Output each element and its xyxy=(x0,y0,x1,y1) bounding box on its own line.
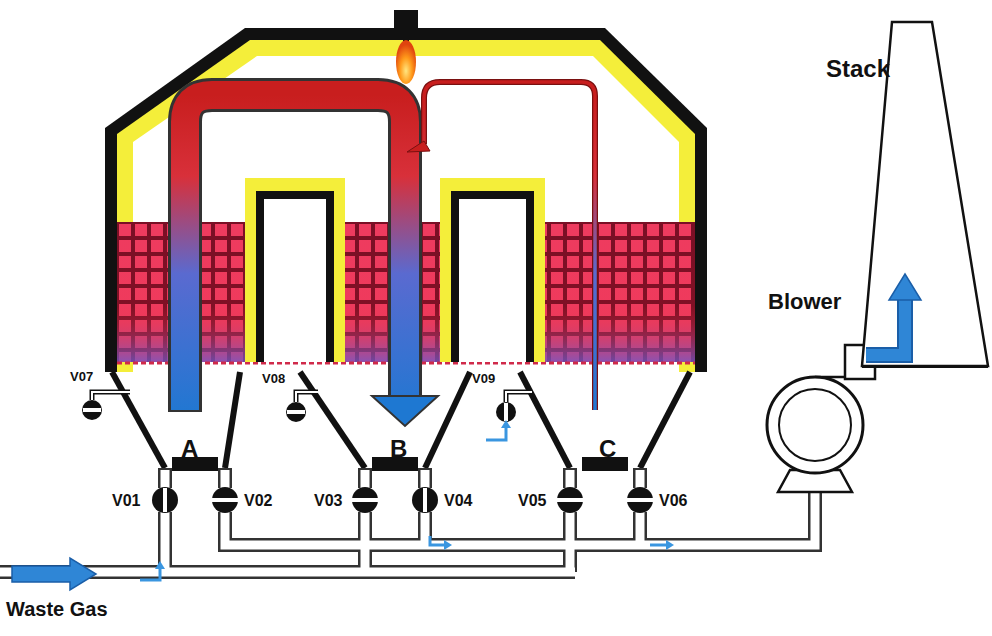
chamber-label: A xyxy=(181,436,198,462)
gas-flow-arrow-part xyxy=(372,396,438,426)
flow-arrow xyxy=(140,536,668,580)
valve-label: V06 xyxy=(659,492,687,510)
purge-flow-arrow-part xyxy=(424,82,595,410)
chamber-divider-part xyxy=(440,178,545,362)
valve-label: V07 xyxy=(70,370,93,384)
stack-label: Stack xyxy=(826,56,890,82)
flow-arrowhead xyxy=(155,540,674,569)
purge-valve-part xyxy=(287,410,305,414)
duct-part-part xyxy=(225,472,815,545)
switching-valve-part xyxy=(212,487,238,513)
chamber-divider-part xyxy=(455,195,530,362)
purge-flow-arrow xyxy=(407,82,595,410)
valve-label: V02 xyxy=(244,492,272,510)
burner-part xyxy=(403,28,409,42)
hopper-part xyxy=(300,372,365,468)
gas-flow-arrow-part xyxy=(185,95,405,412)
chamber-divider-part xyxy=(245,178,345,362)
switching-valve-part xyxy=(352,498,378,502)
purge-valve-part xyxy=(506,392,532,402)
switching-valve-part xyxy=(212,498,238,502)
switching-valve-part xyxy=(352,487,378,513)
duct xyxy=(0,468,815,572)
duct-part-part xyxy=(636,512,645,545)
chamber-divider-part xyxy=(260,195,330,362)
switching-valve-part xyxy=(557,498,583,502)
purge-valve-part xyxy=(496,402,516,422)
hopper-part xyxy=(520,372,570,468)
stack-part xyxy=(889,274,921,300)
inlet-arrow xyxy=(12,558,96,590)
valve-label: V05 xyxy=(518,492,546,510)
purge-valve-part xyxy=(486,426,506,440)
duct-part-part xyxy=(421,512,430,545)
chamber-label: B xyxy=(390,436,407,462)
purge-valve-part xyxy=(506,392,532,402)
purge-flow-arrow-part xyxy=(424,82,595,410)
ceramic-media-part xyxy=(545,222,695,362)
valve-label: V09 xyxy=(472,372,495,386)
flow-arrow-part xyxy=(650,544,668,547)
switching-valve-part xyxy=(152,487,178,513)
switching-valve xyxy=(152,487,653,513)
purge-valve-part xyxy=(286,402,306,422)
purge-valve-part xyxy=(504,403,508,421)
switching-valve-part xyxy=(412,487,438,513)
switching-valve-part xyxy=(627,498,653,502)
flow-arrowhead-part xyxy=(155,561,165,569)
purge-valve xyxy=(82,392,532,440)
purge-valve-part xyxy=(82,400,102,420)
valve-label: V01 xyxy=(112,492,140,510)
purge-valve-part xyxy=(296,392,318,402)
valve-label: V08 xyxy=(262,372,285,386)
flow-arrow-part xyxy=(430,536,446,545)
stack-part xyxy=(862,366,988,368)
valve-label: V04 xyxy=(444,492,472,510)
purge-valve-part xyxy=(501,420,511,428)
inlet-label: Waste Gas xyxy=(6,598,108,620)
switching-valve-part xyxy=(163,488,167,512)
inlet-arrow-part xyxy=(12,558,96,590)
blower-part xyxy=(779,389,851,461)
burner-part xyxy=(396,40,416,84)
switching-valve-part xyxy=(423,488,427,512)
burner xyxy=(394,10,418,84)
hopper-part xyxy=(425,372,470,468)
chamber-label: C xyxy=(599,436,616,462)
burner-part xyxy=(394,10,418,30)
flow-arrow-part xyxy=(140,568,160,580)
duct-part xyxy=(0,468,815,572)
valve-label: V03 xyxy=(314,492,342,510)
duct-part-part xyxy=(165,468,640,488)
purge-valve-part xyxy=(296,392,318,402)
gas-flow-arrow-part xyxy=(185,95,405,410)
flow-arrowhead-part xyxy=(666,540,674,550)
duct-part-part xyxy=(225,472,815,545)
blower xyxy=(767,345,875,492)
stack-part xyxy=(866,296,905,355)
hopper-part xyxy=(640,372,690,468)
purge-valve-part xyxy=(92,392,130,400)
purge-valve-part xyxy=(92,392,130,400)
hopper-part xyxy=(112,372,165,468)
switching-valve-part xyxy=(627,487,653,513)
chamber-divider-part xyxy=(459,199,526,362)
ceramic-media-part xyxy=(545,222,695,362)
duct-part-part xyxy=(165,470,640,488)
flow-arrowhead-part xyxy=(444,540,452,550)
chamber-divider-part xyxy=(264,199,326,362)
stack-part xyxy=(866,296,905,355)
purge-flow-arrow-part xyxy=(407,141,430,152)
blower-part xyxy=(767,377,863,473)
blower-label: Blower xyxy=(768,290,841,314)
hopper-part xyxy=(225,372,240,468)
switching-valve-part xyxy=(557,487,583,513)
duct-part-part xyxy=(633,512,647,545)
gas-flow-arrow xyxy=(185,95,438,426)
duct-part xyxy=(0,470,815,572)
duct-part-part xyxy=(161,512,170,572)
purge-valve-part xyxy=(83,408,101,412)
